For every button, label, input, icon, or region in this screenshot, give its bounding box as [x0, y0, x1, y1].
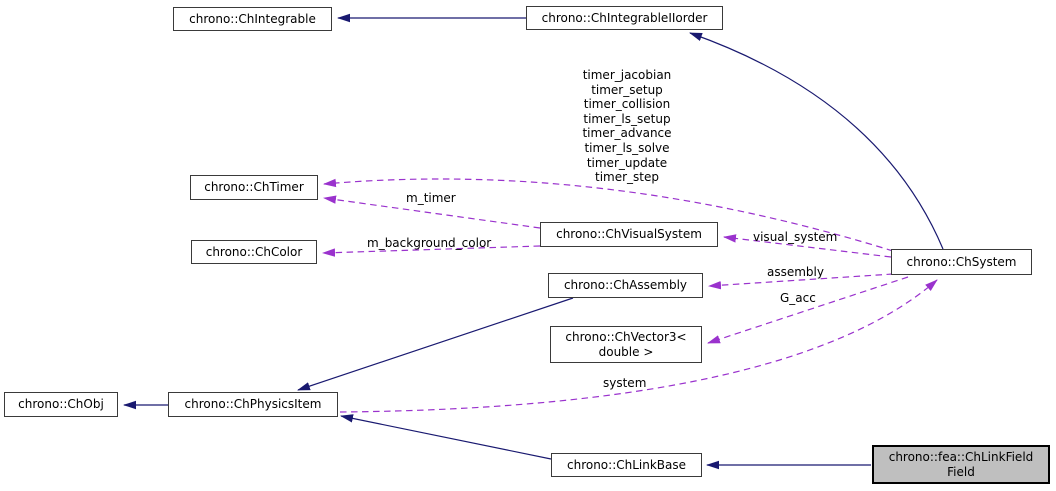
- usage-arrow-system-physicsitem-to-chsystem: [339, 279, 938, 413]
- usage-arrow-assembly-chsystem-to-assembly: [708, 273, 894, 290]
- node-label: chrono::ChPhysicsItem: [184, 397, 322, 411]
- node-ch-integrable[interactable]: chrono::ChIntegrable: [173, 7, 332, 31]
- node-ch-physics-item[interactable]: chrono::ChPhysicsItem: [168, 392, 338, 417]
- usage-arrow-timers-chsystem-to-chtimer: [323, 178, 894, 252]
- node-label-line2: Field: [947, 464, 975, 479]
- usage-arrow-mtimer-visualsystem-to-chtimer: [323, 195, 541, 229]
- edge-label-system: system: [603, 376, 647, 390]
- node-label: chrono::ChLinkBase: [566, 457, 687, 472]
- node-label: chrono::ChSystem: [906, 254, 1017, 269]
- node-ch-visual-system[interactable]: chrono::ChVisualSystem: [540, 222, 718, 247]
- edge-label-assembly: assembly: [767, 265, 824, 279]
- node-label: chrono::ChColor: [205, 244, 303, 259]
- edge-label-g-acc: G_acc: [780, 291, 816, 305]
- node-ch-link-field-field-current: chrono::fea::ChLinkField Field: [872, 445, 1050, 484]
- usage-arrow-visualsystem-chsystem-to-visualsystem: [723, 234, 892, 258]
- node-ch-assembly[interactable]: chrono::ChAssembly: [548, 273, 703, 298]
- node-ch-timer[interactable]: chrono::ChTimer: [190, 175, 318, 200]
- node-ch-vector3-double[interactable]: chrono::ChVector3< double >: [550, 326, 702, 363]
- usage-arrow-mbackgroundcolor-visualsystem-to-chcolor: [322, 245, 541, 257]
- edge-label-m-timer: m_timer: [406, 191, 456, 205]
- usage-arrow-gacc-chsystem-to-vector3: [707, 276, 909, 344]
- node-label-line1: chrono::fea::ChLinkField: [888, 449, 1034, 464]
- node-label-line2: double >: [598, 344, 654, 359]
- inheritance-arrow-assembly-to-physicsitem: [297, 297, 574, 391]
- edge-label-timer-members: timer_jacobian timer_setup timer_collisi…: [582, 68, 672, 185]
- node-label: chrono::ChObj: [18, 397, 104, 411]
- node-label-line1: chrono::ChVector3<: [565, 329, 687, 344]
- node-label: chrono::ChIntegrableIIorder: [541, 10, 708, 25]
- inheritance-arrow-linkbase-to-physicsitem: [340, 414, 552, 460]
- node-label: chrono::ChIntegrable: [189, 11, 316, 26]
- edge-label-visual-system: visual_system: [753, 230, 838, 244]
- node-ch-color[interactable]: chrono::ChColor: [191, 240, 317, 264]
- node-label: chrono::ChAssembly: [563, 278, 688, 292]
- node-label: chrono::ChVisualSystem: [556, 227, 702, 241]
- edge-label-m-background-color: m_background_color: [367, 236, 492, 250]
- node-ch-link-base[interactable]: chrono::ChLinkBase: [551, 453, 702, 477]
- inheritance-arrow-chsystem-to-iiorder: [689, 32, 944, 250]
- node-ch-integrable-iiorder[interactable]: chrono::ChIntegrableIIorder: [526, 6, 723, 30]
- node-label: chrono::ChTimer: [204, 180, 304, 194]
- node-ch-system[interactable]: chrono::ChSystem: [891, 249, 1032, 275]
- node-ch-obj[interactable]: chrono::ChObj: [4, 392, 118, 417]
